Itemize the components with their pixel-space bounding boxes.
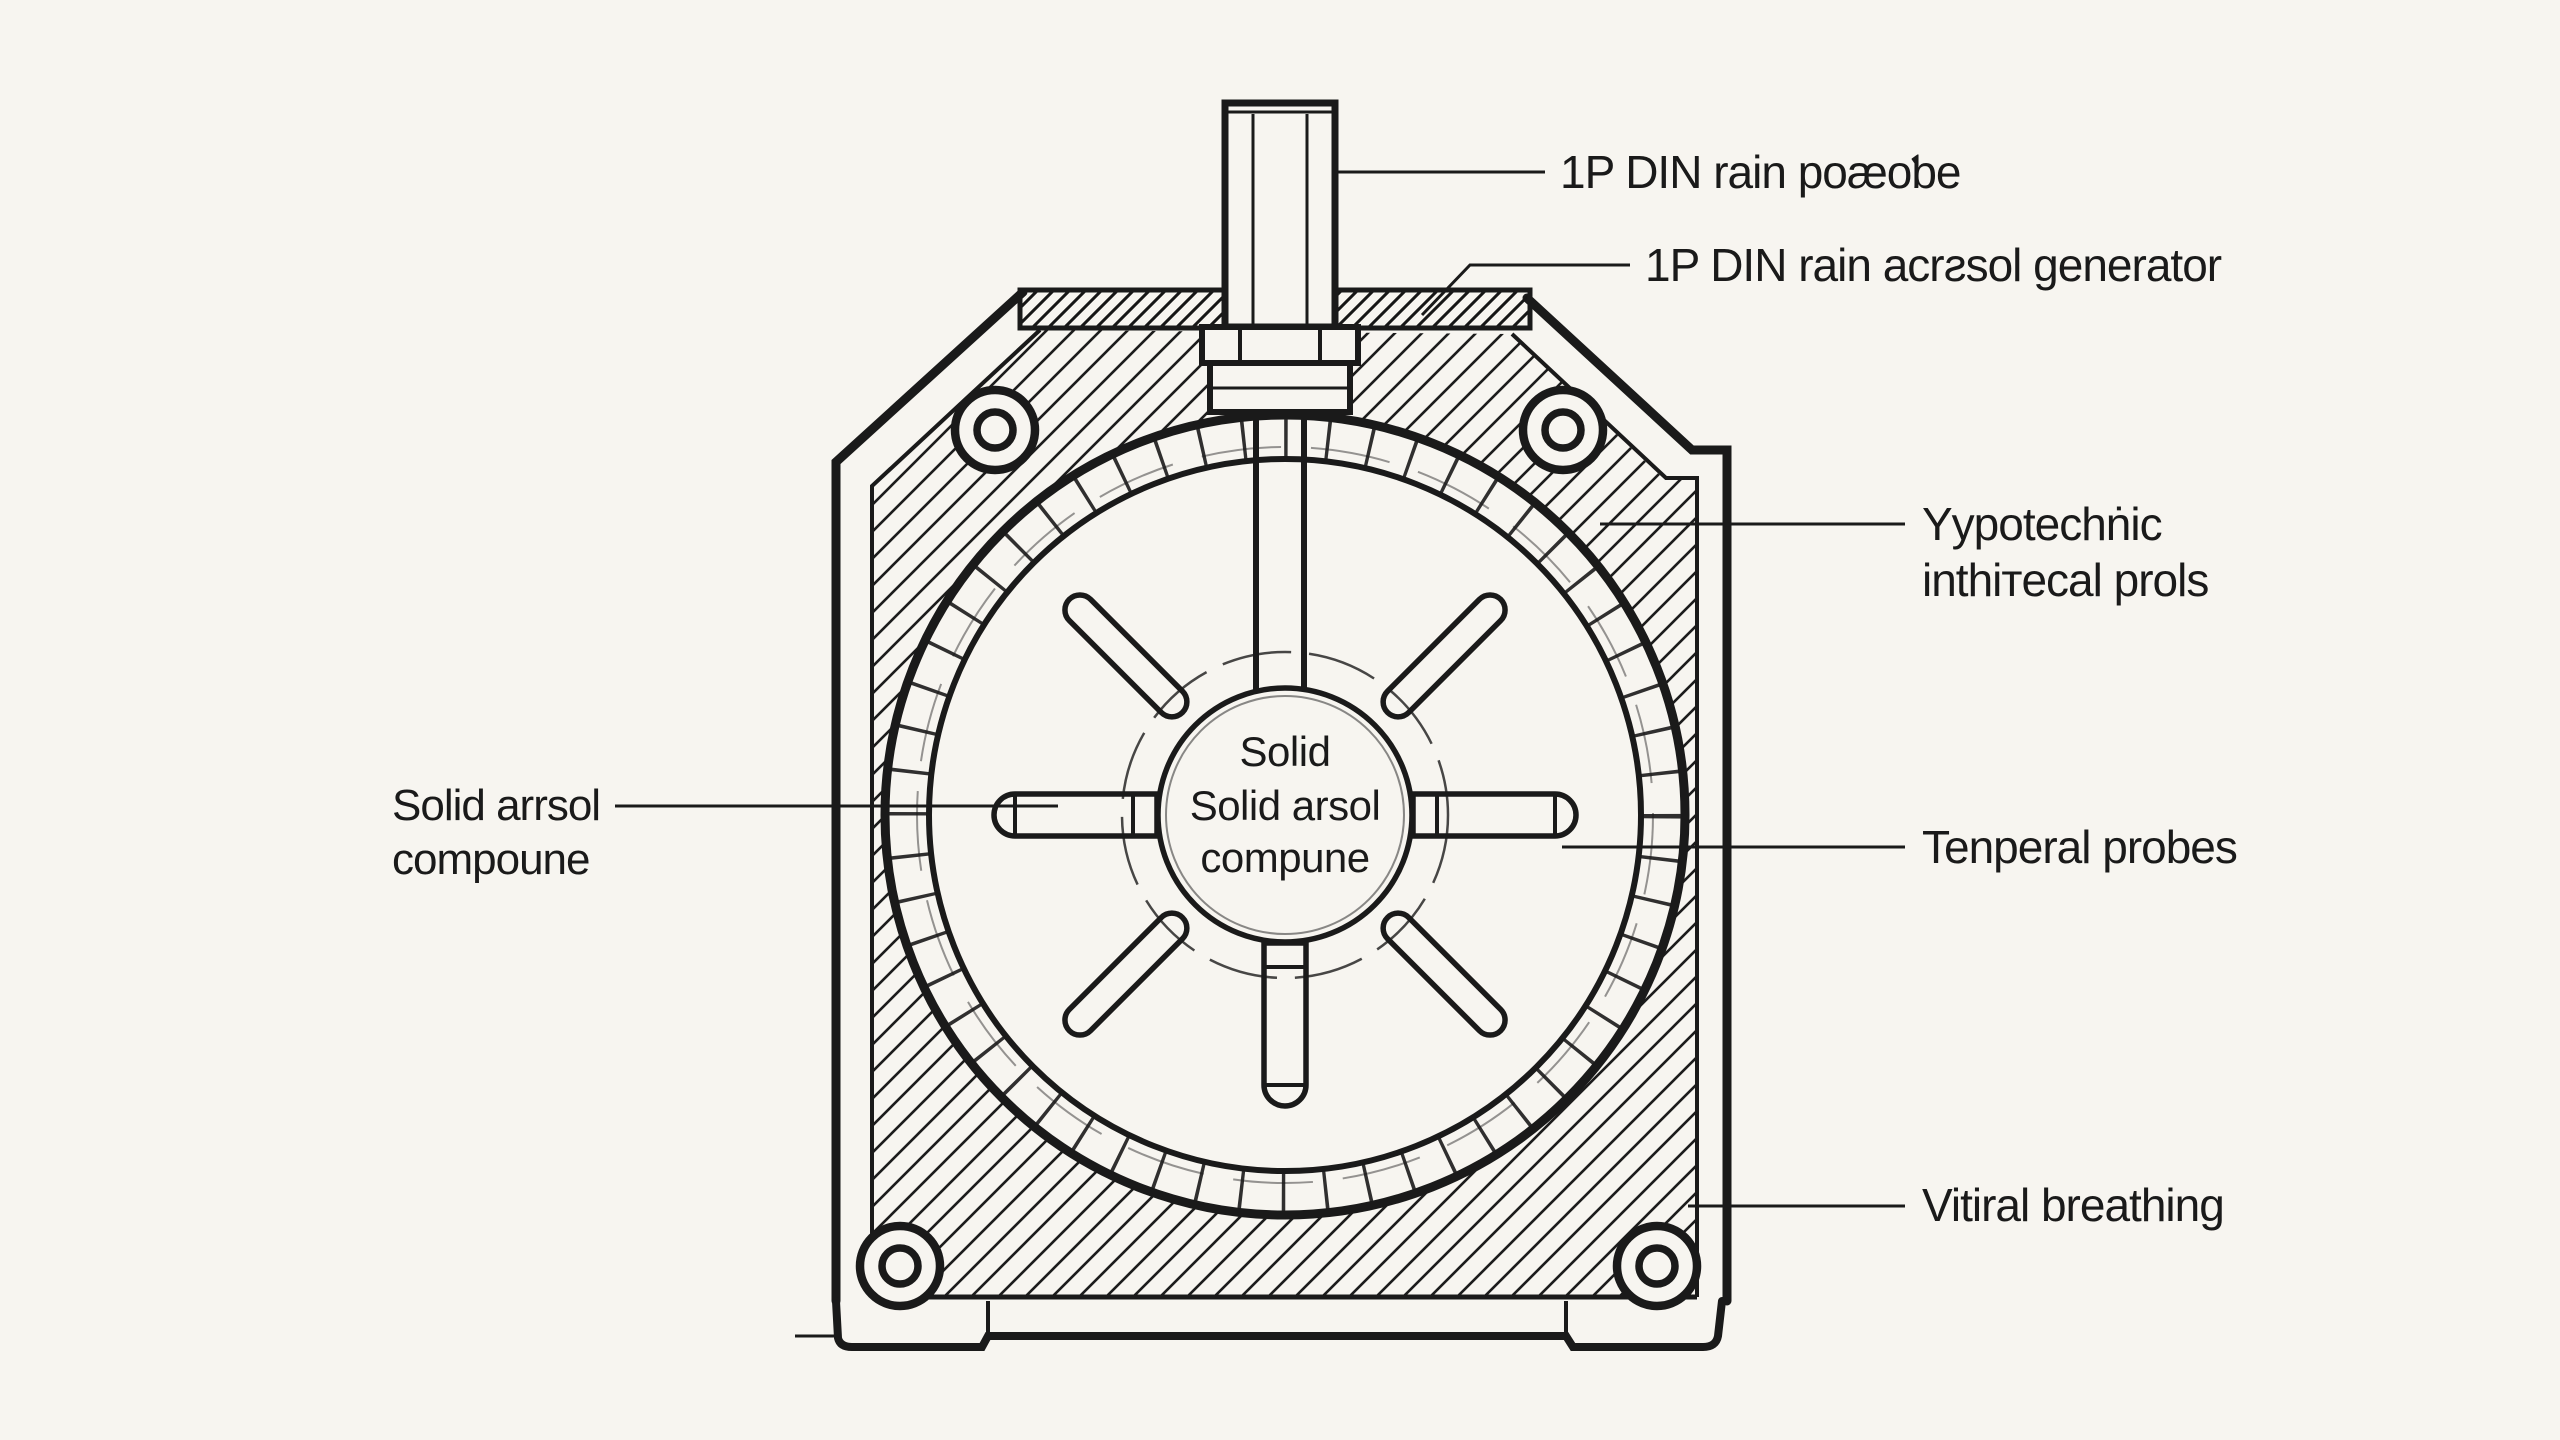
compound-hub: Solid Solid arsol compune [1120, 650, 1450, 980]
hub-circle [1155, 685, 1415, 945]
label-generator: 1P DIN rain acrƨsol generator [1645, 239, 2222, 291]
bolt-bottom-right [1612, 1221, 1702, 1311]
ring-sketch-line [916, 446, 1654, 1184]
pipe-collar-upper [1199, 324, 1361, 366]
bolt-top-left [950, 385, 1040, 475]
label-pyro-line1: Yypotechṅic [1922, 498, 2162, 550]
callout-labels: 1P DIN rain poæoƅe 1P DIN rain acrƨsol g… [392, 146, 2238, 1231]
inlet-pipe-assembly [1199, 99, 1361, 698]
leader-generator [1420, 263, 1630, 317]
hub-label-line1: Solid [1240, 728, 1331, 775]
label-temporal: Tenperal probes [1922, 821, 2237, 873]
drive-shaft [1253, 412, 1307, 698]
leader-lines [615, 170, 1905, 1208]
label-compound-line2: compoune [392, 835, 589, 884]
label-port: 1P DIN rain poæoƅe [1560, 146, 1961, 198]
hub-inner-sketch-circle [1165, 695, 1405, 935]
hub-label-line3: compune [1200, 834, 1369, 881]
label-compound-line1: Solid arrsol [392, 781, 600, 830]
base-plate-steps [986, 1301, 1568, 1336]
housing-outline-left [831, 287, 1028, 1306]
housing-outline [831, 287, 1732, 1306]
inlet-pipe-bore-lines [1225, 110, 1335, 324]
housing-outline-right [1522, 293, 1732, 1306]
ring-tick-hatching [883, 413, 1687, 1217]
base-plate [795, 1297, 1726, 1351]
spoke-east [1413, 794, 1576, 836]
pipe-collar-upper-lines [1238, 327, 1322, 363]
corner-bolts [855, 385, 1702, 1311]
bolt-bottom-left [855, 1221, 945, 1311]
spoke-south [1264, 943, 1306, 1106]
bolt-top-right [1518, 385, 1608, 475]
hub-label-line2: Solid arsol [1190, 782, 1381, 829]
base-plate-contour [832, 1297, 1726, 1351]
label-breathing: Vitiral breathing [1922, 1179, 2224, 1231]
label-pyro-line2: inthiтecal prols [1922, 554, 2208, 606]
inlet-pipe [1221, 99, 1339, 331]
hub-outer-sketch-circle [1120, 650, 1450, 980]
housing-innerwall-left [870, 328, 1042, 1297]
spoke-west [994, 794, 1157, 836]
